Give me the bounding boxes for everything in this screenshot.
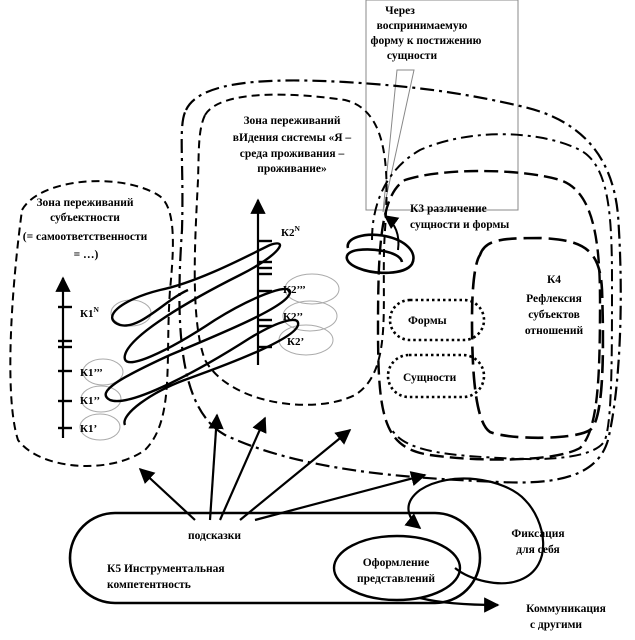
communication-line-2: с другими [530, 619, 582, 631]
k1-label-1: К1’ [80, 423, 97, 435]
communication-arrow [419, 596, 500, 613]
k3-line-2: сущности и формы [410, 219, 509, 231]
k5-box [68, 511, 482, 605]
k3-swirl-arrow [383, 215, 400, 251]
inner-dash-dot-boundary [371, 133, 614, 461]
callout-line-4: сущности [387, 50, 438, 62]
k1-k2-spiral [104, 242, 300, 426]
k2-label-1: К2’ [287, 336, 304, 348]
callout-text: Через воспринимаемую форму к постижению … [371, 5, 482, 62]
k4-line-3: субъектов [528, 309, 580, 321]
communication-label: Коммуникация с другими [526, 603, 606, 631]
representations-label: Оформление представлений [357, 557, 435, 585]
forms-label: Формы [408, 315, 447, 327]
k2-labels: К2N К2’’’ К2’’ К2’ [281, 224, 306, 348]
hint-arrow-middle-1 [208, 413, 224, 521]
k3-swirl [345, 233, 415, 275]
representations-line-2: представлений [357, 573, 435, 585]
zone-self-line-4: = …) [74, 249, 99, 261]
k5-line-2: компетентность [107, 579, 191, 591]
callout-line-2: воспринимаемую [377, 20, 468, 32]
zone-self-boundary [9, 180, 174, 467]
hint-arrow-middle-2 [218, 416, 267, 521]
fixation-label: Фиксация для себя [511, 528, 564, 556]
k1-ticks [58, 305, 72, 430]
fixation-loop-arrow [404, 477, 545, 585]
representations-line-1: Оформление [363, 557, 430, 569]
zone-vision-boundary [193, 93, 388, 406]
hint-arrow-right-1 [239, 429, 352, 521]
hint-arrows [138, 413, 427, 522]
k5-line-1: К5 Инструментальная [107, 563, 225, 575]
forms-box [388, 298, 486, 342]
essences-label: Сущности [403, 372, 457, 384]
representations-ellipse [332, 534, 462, 602]
k3-boundary [376, 169, 602, 461]
fixation-line-1: Фиксация [511, 528, 564, 540]
k2-label-n-sup: N [294, 224, 300, 233]
k4-line-1: К4 [547, 274, 561, 286]
k4-line-4: отношений [525, 325, 584, 337]
k3-label: К3 различение сущности и формы [410, 203, 509, 231]
k1-label-n: К1N [80, 305, 99, 320]
callout-line-3: форму к постижению [371, 35, 482, 47]
k5-hints: подсказки [188, 530, 241, 542]
zone-vision-line-1: Зона переживаний [243, 115, 340, 127]
zone-self-line-2: субъектности [50, 212, 120, 224]
k1-label-3: К1’’’ [80, 367, 103, 379]
zone-vision-line-4: проживание» [257, 163, 327, 175]
k1-label-n-sup: N [93, 305, 99, 314]
fixation-line-2: для себя [516, 544, 559, 556]
k4-line-2: Рефлексия [526, 293, 582, 305]
zone-self-label: Зона переживаний субъектности (= самоотв… [23, 197, 148, 261]
k4-boundary [470, 236, 605, 440]
callout-line-1: Через [385, 5, 415, 17]
zone-self-line-1: Зона переживаний [36, 197, 133, 209]
k2-label-n-base: К2 [281, 227, 295, 239]
k1-labels: К1N К1’’’ К1’’ К1’ [80, 305, 103, 435]
hint-arrow-left [138, 467, 196, 521]
zone-vision-label: Зона переживаний вИдения системы «Я – ср… [233, 115, 352, 175]
k3-line-1: К3 различение [410, 203, 487, 215]
zone-vision-line-2: вИдения системы «Я – [233, 132, 352, 144]
k1-label-2: К1’’ [80, 395, 100, 407]
k4-label: К4 Рефлексия субъектов отношений [525, 274, 584, 337]
communication-line-1: Коммуникация [526, 603, 606, 615]
k1-label-n-base: К1 [80, 308, 93, 320]
zone-self-line-3: (= самоответственности [23, 231, 148, 243]
k5-label: подсказки К5 Инструментальная компетентн… [107, 530, 241, 591]
k2-label-n: К2N [281, 224, 300, 239]
zone-vision-line-3: среда проживания – [240, 148, 345, 160]
